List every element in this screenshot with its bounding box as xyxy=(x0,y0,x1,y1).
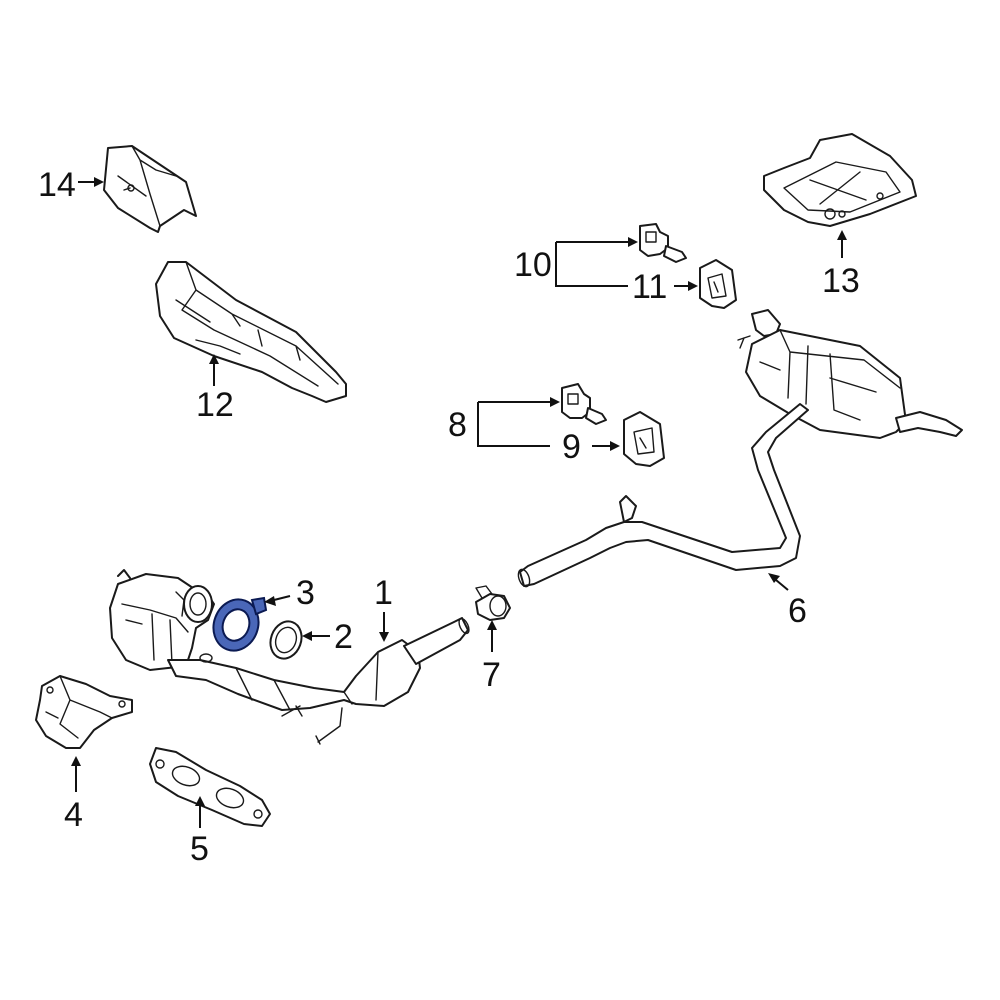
callout-4: 4 xyxy=(64,796,83,834)
part-10-hanger-bracket[interactable] xyxy=(639,223,687,263)
callout-3: 3 xyxy=(296,574,315,612)
callout-5: 5 xyxy=(190,830,209,868)
rear-muffler[interactable] xyxy=(737,309,963,439)
part-8-hanger-bracket[interactable] xyxy=(561,383,607,425)
part-6-exhaust-pipe[interactable] xyxy=(516,403,809,588)
part-13-heat-shield[interactable] xyxy=(763,133,917,227)
callout-6: 6 xyxy=(788,592,807,630)
callout-2: 2 xyxy=(334,618,353,656)
part-14-heat-shield[interactable] xyxy=(103,145,197,233)
part-9-rubber-hanger[interactable] xyxy=(623,411,665,467)
callout-9: 9 xyxy=(562,428,581,466)
callout-8: 8 xyxy=(448,406,467,444)
callout-7: 7 xyxy=(482,656,501,694)
leader-lines xyxy=(71,177,847,828)
part-12-heat-shield[interactable] xyxy=(155,261,347,403)
part-4-bracket[interactable] xyxy=(35,675,133,749)
part-7-pipe-clamp[interactable] xyxy=(475,585,511,621)
part-11-rubber-hanger[interactable] xyxy=(699,259,737,309)
callout-13: 13 xyxy=(822,262,860,300)
callout-14: 14 xyxy=(38,166,76,204)
callout-1: 1 xyxy=(374,574,393,612)
part-5-manifold-gasket[interactable] xyxy=(149,747,271,827)
callout-11: 11 xyxy=(632,268,667,306)
part-1-catalytic-converter[interactable] xyxy=(109,569,471,745)
callout-12: 12 xyxy=(196,386,234,424)
callout-labels: 14 12 10 11 13 8 9 6 7 1 3 2 4 5 xyxy=(38,166,860,868)
callout-10: 10 xyxy=(514,246,552,284)
part-3-band-clamp-highlighted[interactable] xyxy=(206,593,268,657)
part-2-gasket[interactable] xyxy=(265,617,306,663)
